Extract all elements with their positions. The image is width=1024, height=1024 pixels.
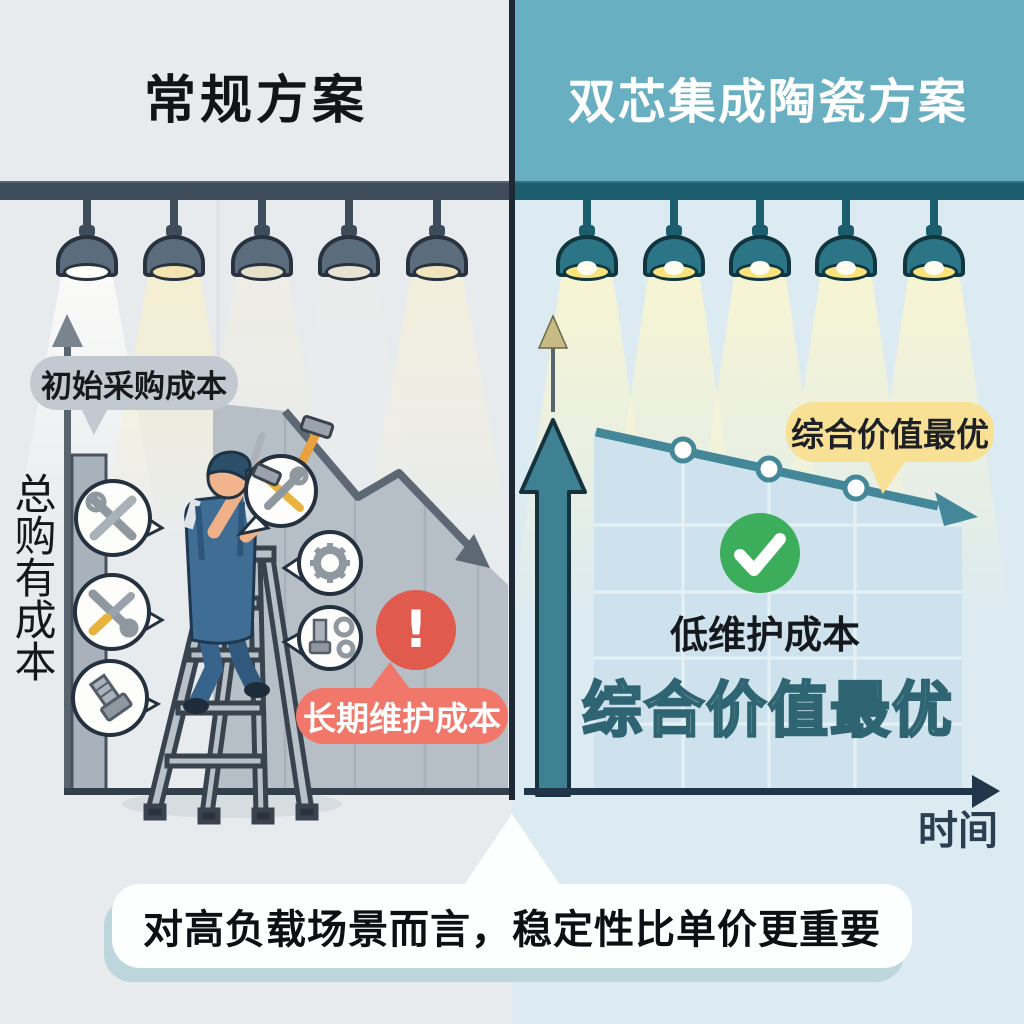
ladder-shadow (122, 790, 342, 818)
check-icon (720, 513, 800, 593)
best-value-bubble: 综合价值最优 (786, 402, 994, 462)
left-y-axis (64, 332, 71, 792)
left-y-axis-label: 总购有成本 (8, 472, 57, 682)
right-x-axis (524, 788, 976, 795)
left-panel-title: 常规方案 (143, 71, 368, 131)
long-term-maintenance-label: 长期维护成本 (296, 688, 508, 744)
warning-exclamation-icon: ! (376, 590, 456, 670)
gear-icon (310, 543, 350, 583)
bolt-gears-icon (308, 616, 356, 659)
speech-bubble-crossed-tools (74, 479, 165, 557)
ceiling-rail-right (512, 181, 1024, 200)
time-axis-label: 时间 (918, 808, 998, 854)
data-point (669, 436, 697, 464)
hammer-wrench-icon (251, 462, 309, 512)
data-point (842, 474, 870, 502)
initial-cost-bubble: 初始采购成本 (30, 356, 238, 410)
best-value-outline-text: 综合价值最优 (581, 675, 954, 748)
low-maintenance-label: 低维护成本 (669, 613, 860, 657)
data-point (755, 455, 783, 483)
right-panel-title: 双芯集成陶瓷方案 (567, 74, 968, 130)
ceiling-rail-left (0, 181, 512, 200)
thin-up-arrow-icon (537, 314, 569, 349)
speech-bubble-hammer-wrench (235, 454, 318, 537)
declining-jagged-arrow-icon (281, 408, 471, 548)
declining-arrowhead (455, 534, 490, 568)
line-arrowhead (935, 492, 978, 526)
speech-bubble-bolt (71, 659, 162, 737)
caption-banner: 对高负载场景而言，稳定性比单价更重要 (112, 884, 912, 968)
bolt-icon (88, 673, 133, 722)
speech-bubble-wrench-screwdriver (73, 573, 165, 651)
speech-bubble-bolt-gears (281, 605, 363, 671)
right-header-band (512, 0, 1024, 182)
x-axis-arrowhead (972, 775, 1000, 808)
left-x-axis (64, 788, 510, 795)
crossed-tools-icon (85, 491, 137, 541)
wrench-screwdriver-icon (88, 589, 139, 638)
up-arrow-axis-icon (52, 314, 83, 347)
speech-bubble-gear (281, 530, 363, 596)
value-area-fill (594, 431, 962, 788)
right-value-chart-scene (519, 314, 1000, 808)
panel-divider (509, 0, 515, 800)
